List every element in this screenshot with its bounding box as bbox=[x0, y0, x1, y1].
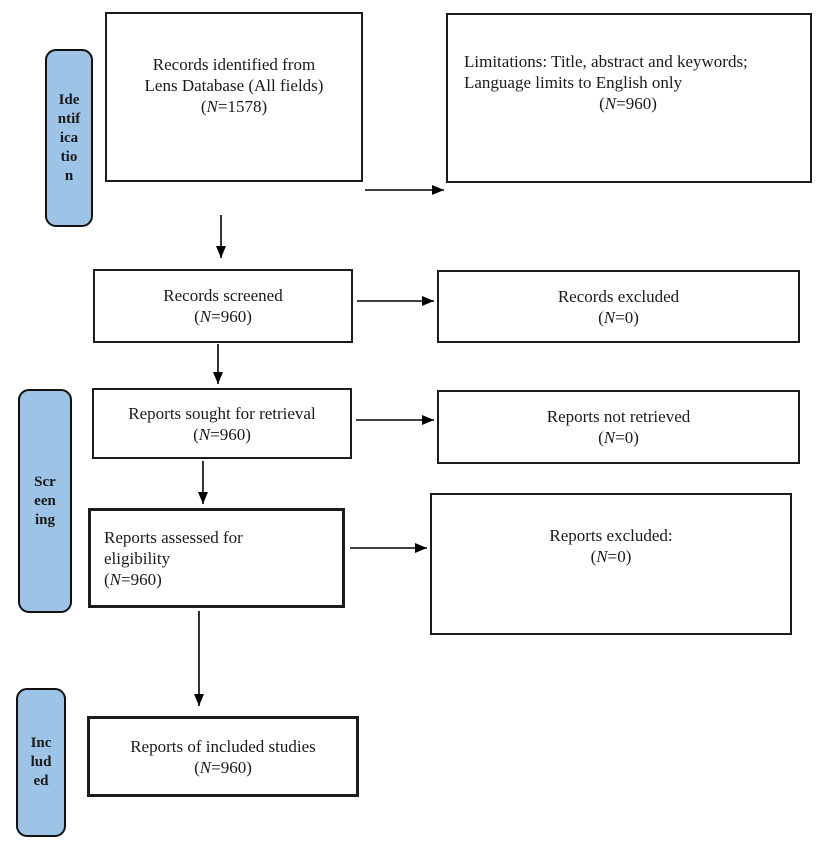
box-text-line: Reports assessed for bbox=[104, 527, 243, 547]
stage-label-line: ing bbox=[34, 511, 55, 528]
reports-sought-count: (N=960) bbox=[193, 424, 251, 444]
stage-label-line: n bbox=[64, 167, 74, 184]
stage-label-line: ica bbox=[59, 129, 79, 146]
stage-label-line: tio bbox=[60, 148, 78, 165]
box-text-line: Reports sought for retrieval bbox=[128, 403, 316, 423]
records-identified-box: Records identified from Lens Database (A… bbox=[105, 12, 363, 182]
records-identified-count: (N=1578) bbox=[200, 97, 268, 116]
reports-excluded-box: Reports excluded: (N=0) bbox=[430, 493, 792, 635]
reports-included-box: Reports of included studies (N=960) bbox=[87, 716, 359, 797]
box-text-line: Records screened bbox=[163, 286, 283, 305]
box-text-line: Reports not retrieved bbox=[546, 407, 691, 426]
reports-not-retrieved-box: Reports not retrieved (N=0) bbox=[437, 390, 800, 464]
records-excluded-count: (N=0) bbox=[598, 307, 639, 327]
limitations-box: Limitations: Title, abstract and keyword… bbox=[446, 13, 812, 183]
reports-sought-box: Reports sought for retrieval (N=960) bbox=[92, 388, 352, 459]
reports-excluded-count: (N=0) bbox=[590, 547, 632, 566]
stage-label-screening: Scr een ing bbox=[18, 389, 72, 613]
stage-label-included: Inc lud ed bbox=[16, 688, 66, 837]
stage-label-line: een bbox=[34, 492, 56, 509]
records-excluded-box: Records excluded (N=0) bbox=[437, 270, 800, 343]
box-text-line: Lens Database (All fields) bbox=[144, 76, 324, 95]
stage-label-line: Scr bbox=[34, 473, 56, 490]
reports-included-count: (N=960) bbox=[194, 757, 252, 777]
stage-label-line: Ide bbox=[58, 91, 80, 108]
box-text-line: Records identified from bbox=[152, 55, 316, 74]
stage-label-line: ed bbox=[33, 773, 49, 789]
reports-not-retrieved-count: (N=0) bbox=[598, 428, 639, 447]
records-screened-box: Records screened (N=960) bbox=[93, 269, 353, 343]
stage-label-line: lud bbox=[30, 754, 52, 770]
limitations-count: (N=960) bbox=[599, 94, 657, 113]
stage-label-line: ntif bbox=[57, 110, 81, 127]
box-text-line: Reports of included studies bbox=[130, 736, 316, 756]
records-screened-count: (N=960) bbox=[194, 307, 252, 326]
box-text-line: eligibility bbox=[104, 548, 171, 568]
reports-assessed-box: Reports assessed for eligibility (N=960) bbox=[88, 508, 345, 608]
limitations-text: Limitations: Title, abstract and keyword… bbox=[464, 52, 748, 92]
stage-label-identification: Ide ntif ica tio n bbox=[45, 49, 93, 227]
box-text-line: Reports excluded: bbox=[549, 526, 673, 545]
stage-label-line: Inc bbox=[30, 735, 52, 751]
reports-assessed-count: (N=960) bbox=[104, 569, 162, 589]
box-text-line: Records excluded bbox=[557, 286, 680, 306]
